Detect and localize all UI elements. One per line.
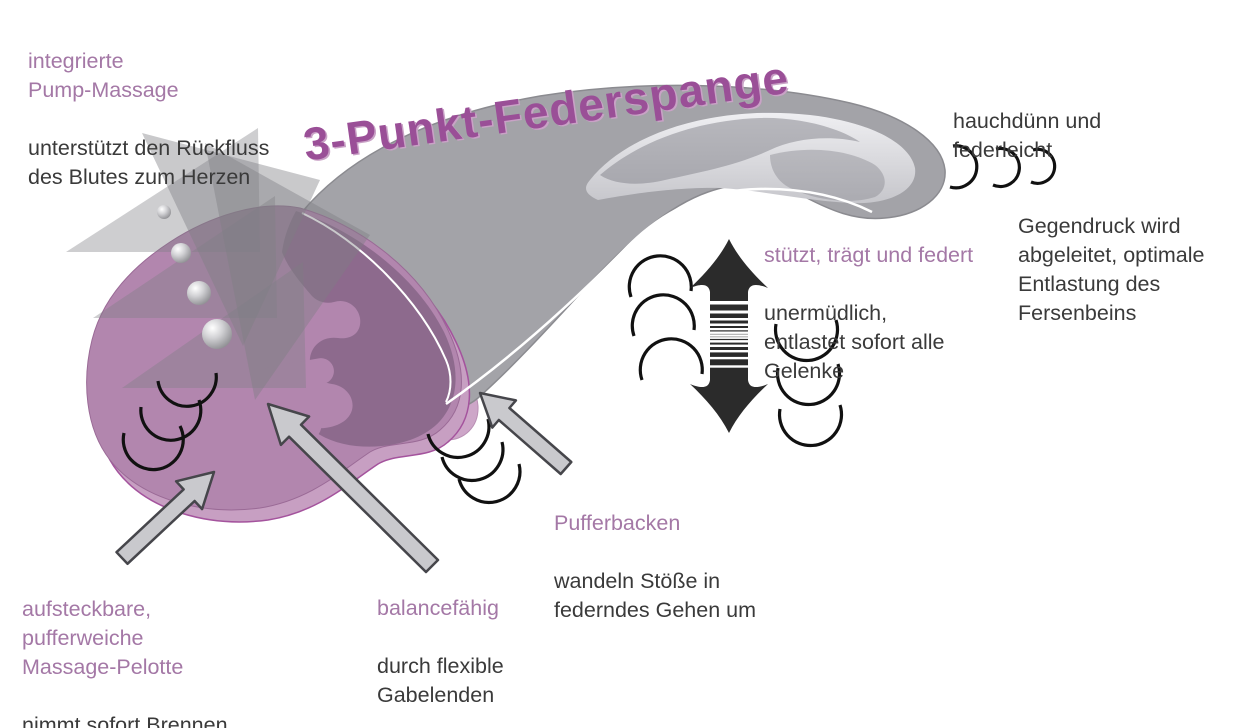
- pelotte-puzzle-tab: [258, 330, 334, 440]
- annotation-highlight: Pufferbacken: [554, 511, 681, 535]
- insole-shade-wave: [600, 117, 860, 184]
- annotation-featherlight: hauchdünn und federleicht: [953, 78, 1101, 194]
- insole-shade-wave-2: [770, 149, 885, 201]
- edge-highlight-heel: [301, 212, 452, 403]
- pelotte-dark-region: [282, 211, 456, 447]
- pointer-arrows: [115, 391, 573, 574]
- annotation-body: wandeln Stöße in federndes Gehen um: [554, 569, 756, 622]
- annotation-body: unterstützt den Rückfluss des Blutes zum…: [28, 136, 270, 189]
- annotation-pelotte: aufsteckbare, pufferweiche Massage-Pelot…: [22, 566, 234, 728]
- annotation-counterpressure: Gegendruck wird abgeleitet, optimale Ent…: [1018, 183, 1204, 357]
- annotation-balance: balancefähig durch flexible Gabelenden: [377, 565, 504, 728]
- annotation-highlight: integrierte Pump-Massage: [28, 49, 179, 102]
- annotation-buffer-cheeks: Pufferbacken wandeln Stöße in federndes …: [554, 480, 756, 654]
- annotation-support: stützt, trägt und federt unermüdlich, en…: [764, 212, 973, 415]
- pointer-arrow-icon-puffer: [478, 391, 573, 476]
- annotation-body: nimmt sofort Brennen, Stechen, Schmerzen: [22, 713, 234, 728]
- vibration-arcs-icon: [121, 144, 1057, 505]
- annotation-pump-massage: integrierte Pump-Massage unterstützt den…: [28, 18, 269, 221]
- annotation-body: hauchdünn und federleicht: [953, 109, 1102, 162]
- annotation-highlight: aufsteckbare, pufferweiche Massage-Pelot…: [22, 597, 184, 679]
- annotation-body: Gegendruck wird abgeleitet, optimale Ent…: [1018, 214, 1205, 325]
- annotation-highlight: balancefähig: [377, 596, 499, 620]
- pointer-arrow-icon-pelotte: [115, 470, 216, 566]
- pelotte-body: [86, 205, 462, 511]
- edge-highlight-bottom: [445, 187, 873, 406]
- pointer-arrow-icon-balance: [266, 402, 440, 574]
- annotation-body: durch flexible Gabelenden: [377, 654, 504, 707]
- annotation-body: unermüdlich, entlastet sofort alle Gelen…: [764, 301, 945, 383]
- compression-arrow-icon: [690, 239, 768, 433]
- pressure-balls-icon: [157, 205, 232, 349]
- annotation-highlight: stützt, trägt und federt: [764, 243, 974, 267]
